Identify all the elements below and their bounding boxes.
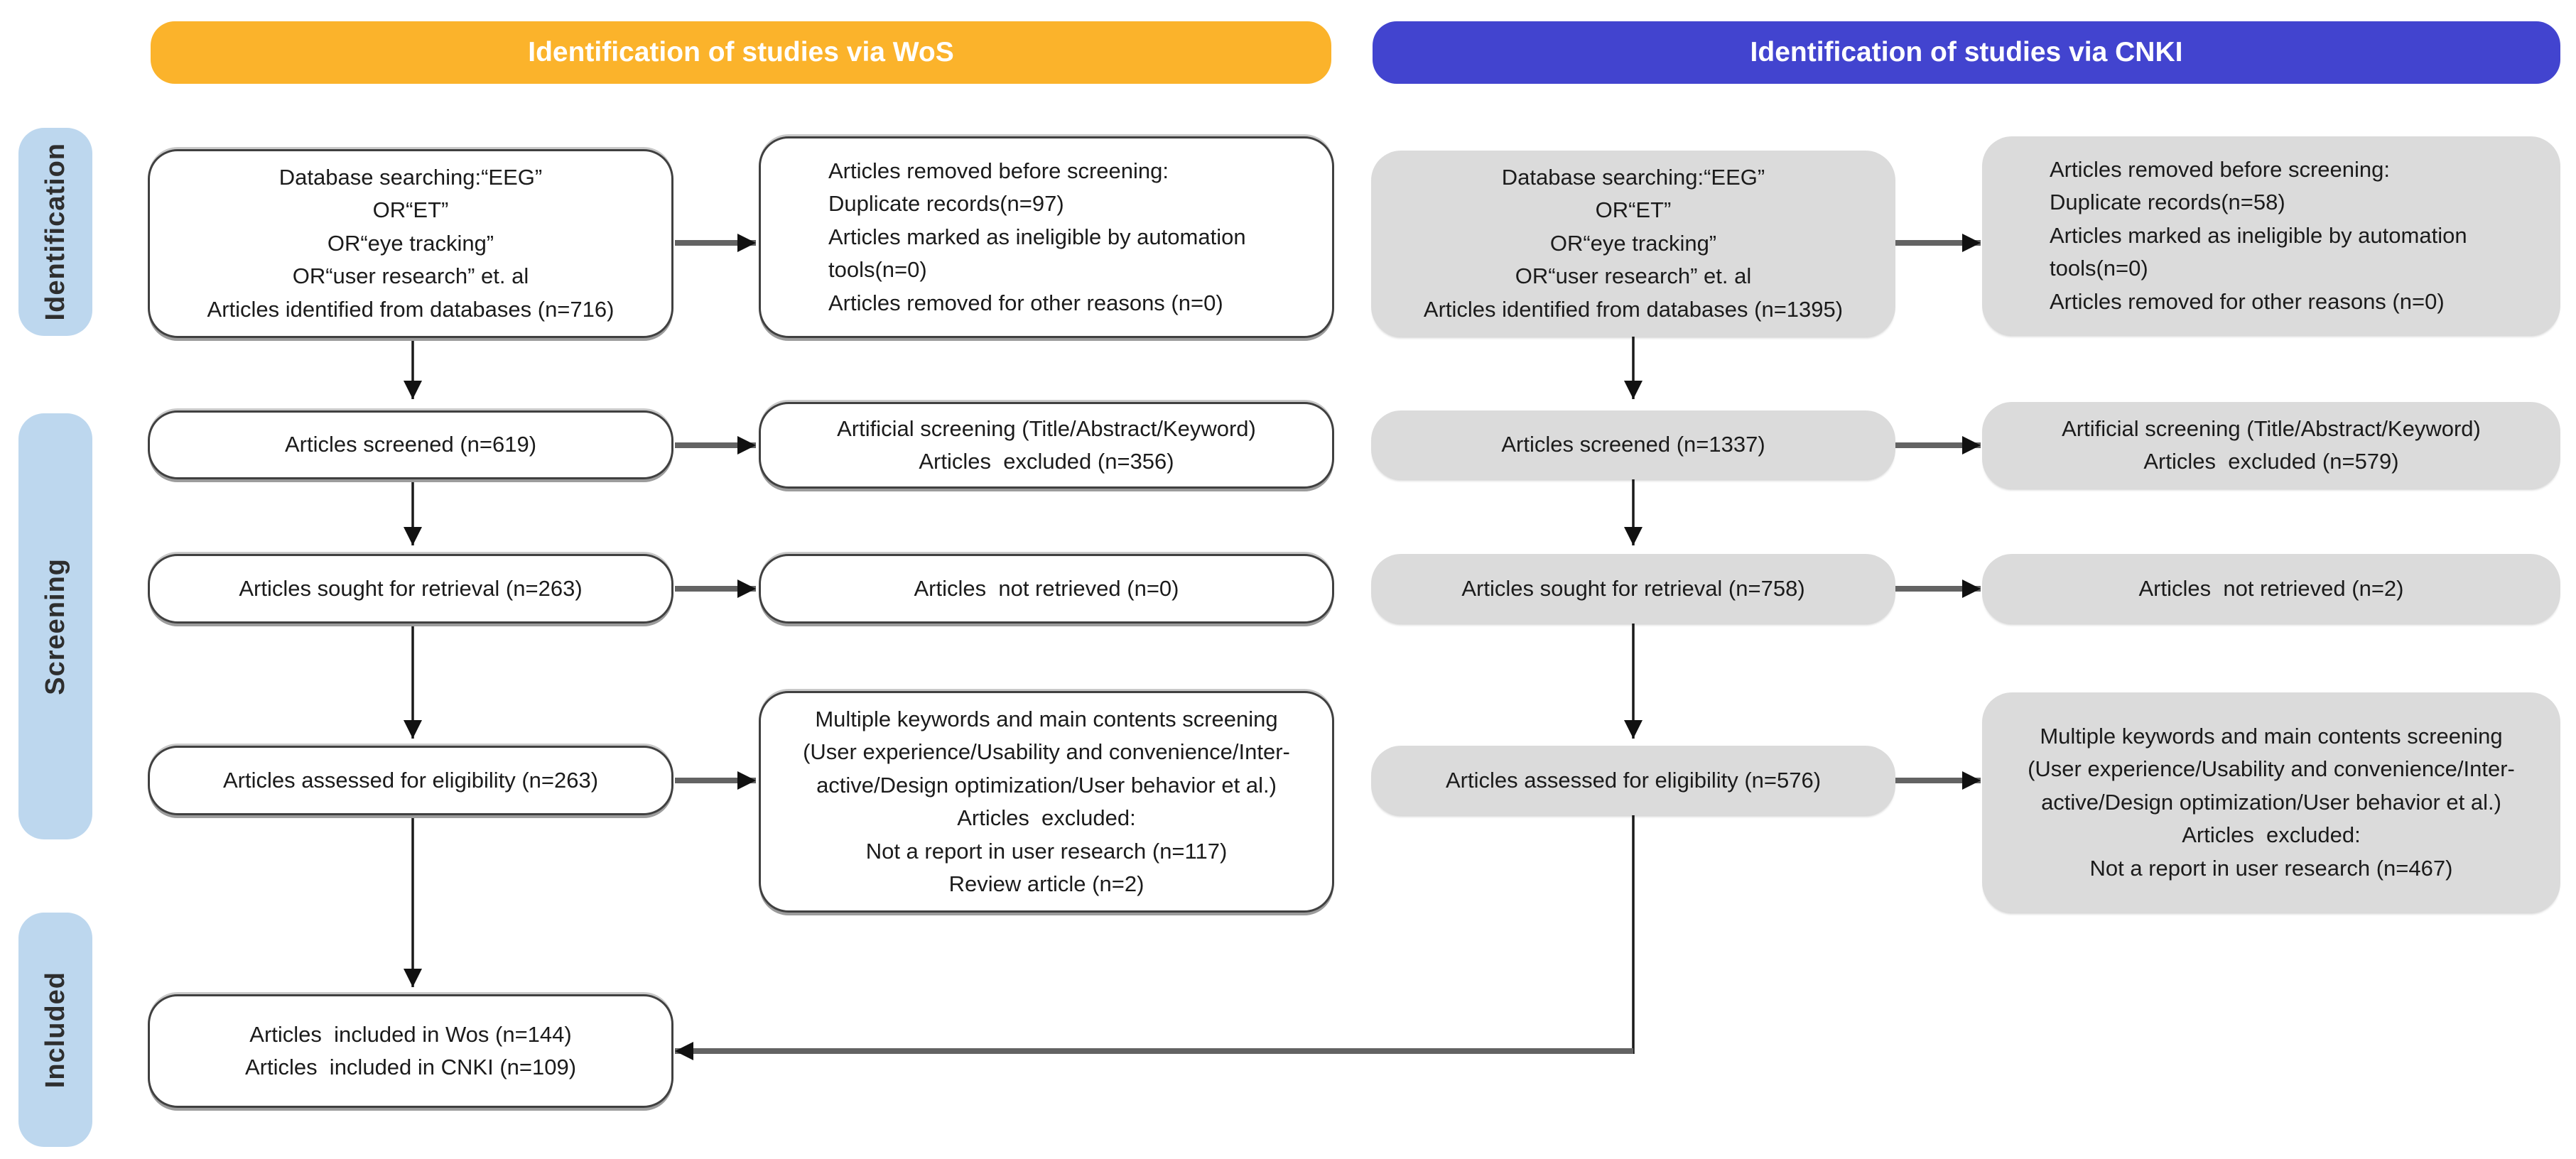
cnki-artificial-screening-box: Artificial screening (Title/Abstract/Key… [1982,402,2560,489]
wos-keywords-screening-box: Multiple keywords and main contents scre… [759,691,1334,913]
cnki-assessed-eligibility-box: Articles assessed for eligibility (n=576… [1371,746,1895,815]
wos-screened-box: Articles screened (n=619) [148,410,673,479]
wos-column-header: Identification of studies via WoS [151,21,1331,84]
cnki-not-retrieved-box: Articles not retrieved (n=2) [1982,554,2560,624]
cnki-database-searching-box: Database searching:“EEG” OR“ET” OR“eye t… [1371,151,1895,337]
phase-label-included: Included [18,913,92,1147]
wos-sought-retrieval-box: Articles sought for retrieval (n=263) [148,554,673,624]
cnki-column-header: Identification of studies via CNKI [1373,21,2560,84]
cnki-keywords-screening-box: Multiple keywords and main contents scre… [1982,692,2560,913]
wos-assessed-eligibility-box: Articles assessed for eligibility (n=263… [148,746,673,815]
wos-artificial-screening-box: Artificial screening (Title/Abstract/Key… [759,402,1334,489]
cnki-removed-before-screening-box: Articles removed before screening: Dupli… [1982,136,2560,335]
cnki-sought-retrieval-box: Articles sought for retrieval (n=758) [1371,554,1895,624]
wos-not-retrieved-box: Articles not retrieved (n=0) [759,554,1334,624]
wos-removed-before-screening-box: Articles removed before screening: Dupli… [759,136,1334,338]
phase-label-screening: Screening [18,413,92,839]
phase-label-identification: Identification [18,128,92,336]
cnki-screened-box: Articles screened (n=1337) [1371,410,1895,479]
wos-database-searching-box: Database searching:“EEG” OR“ET” OR“eye t… [148,149,673,338]
included-results-box: Articles included in Wos (n=144) Article… [148,994,673,1108]
